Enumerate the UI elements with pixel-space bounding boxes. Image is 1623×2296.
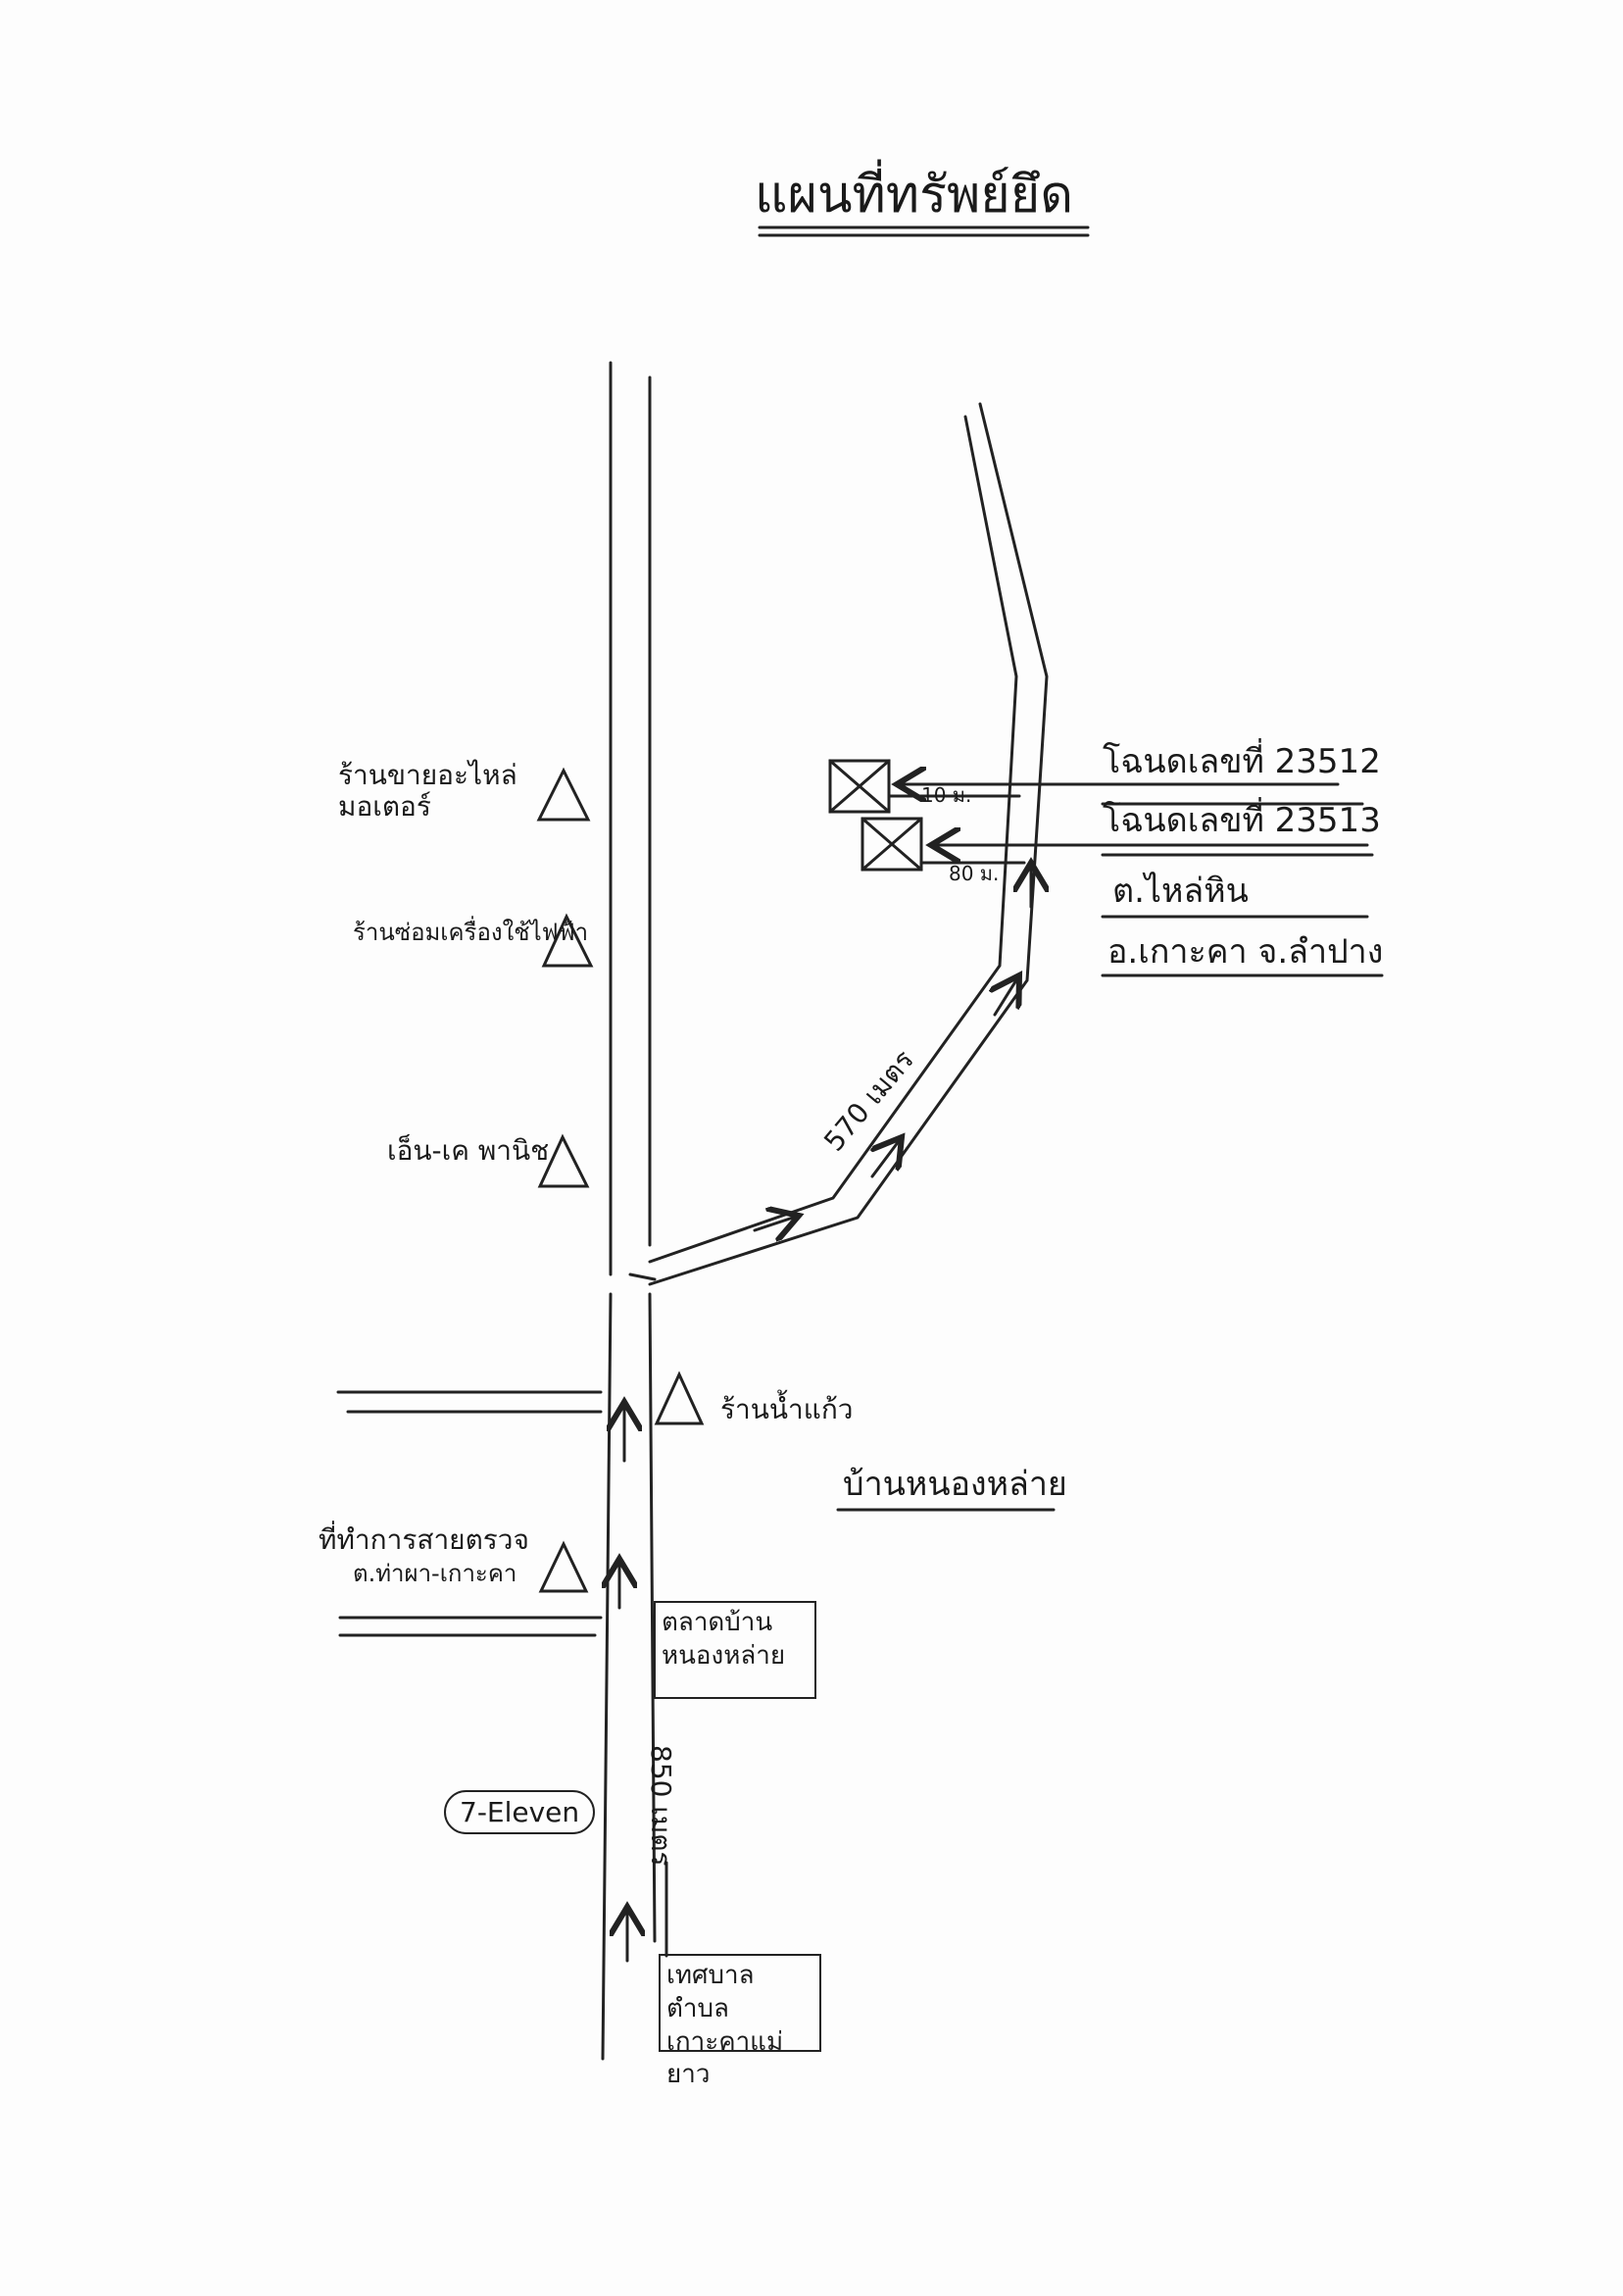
triangle-motor-shop bbox=[536, 767, 591, 822]
main-road-distance-label: 850 เมตร bbox=[645, 1745, 677, 1867]
checkpoint-label-line2: ต.ท่าผา-เกาะคา bbox=[353, 1560, 517, 1587]
municipality-label-line2: เกาะคาแม่ยาว bbox=[666, 2026, 784, 2090]
main-road-left-edge bbox=[601, 361, 613, 2061]
checkpoint-label-line1: ที่ทำการสายตรวจ bbox=[319, 1523, 529, 1556]
triangle-store bbox=[537, 1133, 590, 1188]
triangle-electric-shop bbox=[541, 913, 594, 968]
market-box: ตลาดบ้าน หนองหล่าย bbox=[654, 1601, 816, 1699]
store-label: เอ็น-เค พานิช bbox=[387, 1134, 550, 1167]
deed-parcel-2 bbox=[861, 817, 923, 872]
distance-label-1: 10 ม. bbox=[921, 783, 972, 807]
municipality-box: เทศบาลตำบล เกาะคาแม่ยาว bbox=[659, 1954, 821, 2089]
electric-shop-label: ร้านซ่อมเครื่องใช้ไฟฟ้า bbox=[353, 919, 589, 946]
market-label-line2: หนองหล่าย bbox=[662, 1640, 786, 1671]
triangle-checkpoint bbox=[538, 1540, 589, 1593]
village-label: บ้านหนองหล่าย bbox=[843, 1465, 1067, 1504]
motor-shop-label: ร้านขายอะไหล่มอเตอร์ bbox=[338, 759, 517, 824]
distance-label-2: 80 ม. bbox=[949, 862, 1000, 885]
deed-label-2: โฉนดเลขที่ 23513 bbox=[1103, 801, 1381, 840]
district-province-label: อ.เกาะคา จ.ลำปาง bbox=[1107, 932, 1384, 972]
market-label-line1: ตลาดบ้าน bbox=[662, 1608, 773, 1637]
triangle-water-shop bbox=[654, 1371, 705, 1425]
water-shop-label: ร้านน้ำแก้ว bbox=[720, 1393, 854, 1425]
main-road-right-edge bbox=[648, 375, 657, 1943]
deed-parcel-1 bbox=[828, 759, 891, 814]
map-title: แผนที่ทรัพย์ยึด bbox=[755, 166, 1073, 225]
seven-eleven-label: 7-Eleven bbox=[444, 1790, 596, 1834]
municipality-label-line1: เทศบาลตำบล bbox=[666, 1961, 755, 2023]
deed-label-1: โฉนดเลขที่ 23512 bbox=[1103, 742, 1381, 781]
subdistrict-label: ต.ไหล่หิน bbox=[1112, 872, 1249, 911]
